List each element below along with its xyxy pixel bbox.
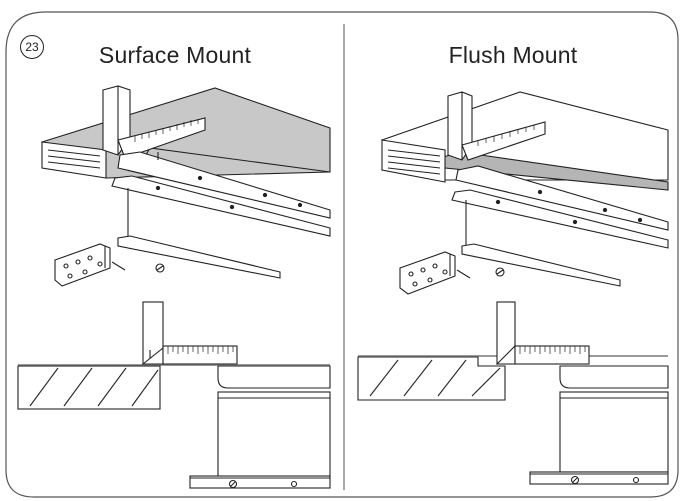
panel-frame (5, 11, 679, 498)
appliance-top (117, 235, 281, 279)
appliance-body (217, 391, 331, 478)
surface-mount-title: Surface Mount (98, 42, 252, 68)
appliance-top (461, 243, 621, 287)
trim-rail (117, 151, 331, 219)
square-ruler-icon (141, 301, 238, 365)
trim-rail-lower (111, 175, 331, 237)
flush-mount-title: Flush Mount (448, 42, 578, 68)
countertop-section (357, 356, 506, 401)
surface-mount-perspective (40, 85, 331, 287)
countertop-front-edge (381, 139, 446, 183)
step-number-badge: 23 (20, 35, 44, 59)
flush-mount-section (357, 301, 669, 485)
square-ruler-icon (447, 91, 546, 161)
trim-rail (455, 165, 669, 231)
trim-rail-lower (451, 189, 669, 249)
countertop-section (17, 365, 161, 410)
square-ruler-icon (102, 85, 206, 159)
mounting-bracket (399, 251, 471, 295)
mounting-bracket (54, 243, 126, 287)
square-ruler-icon (495, 301, 590, 365)
appliance-body (559, 391, 669, 473)
flush-mount-perspective (380, 91, 669, 295)
surface-mount-section (17, 301, 331, 489)
